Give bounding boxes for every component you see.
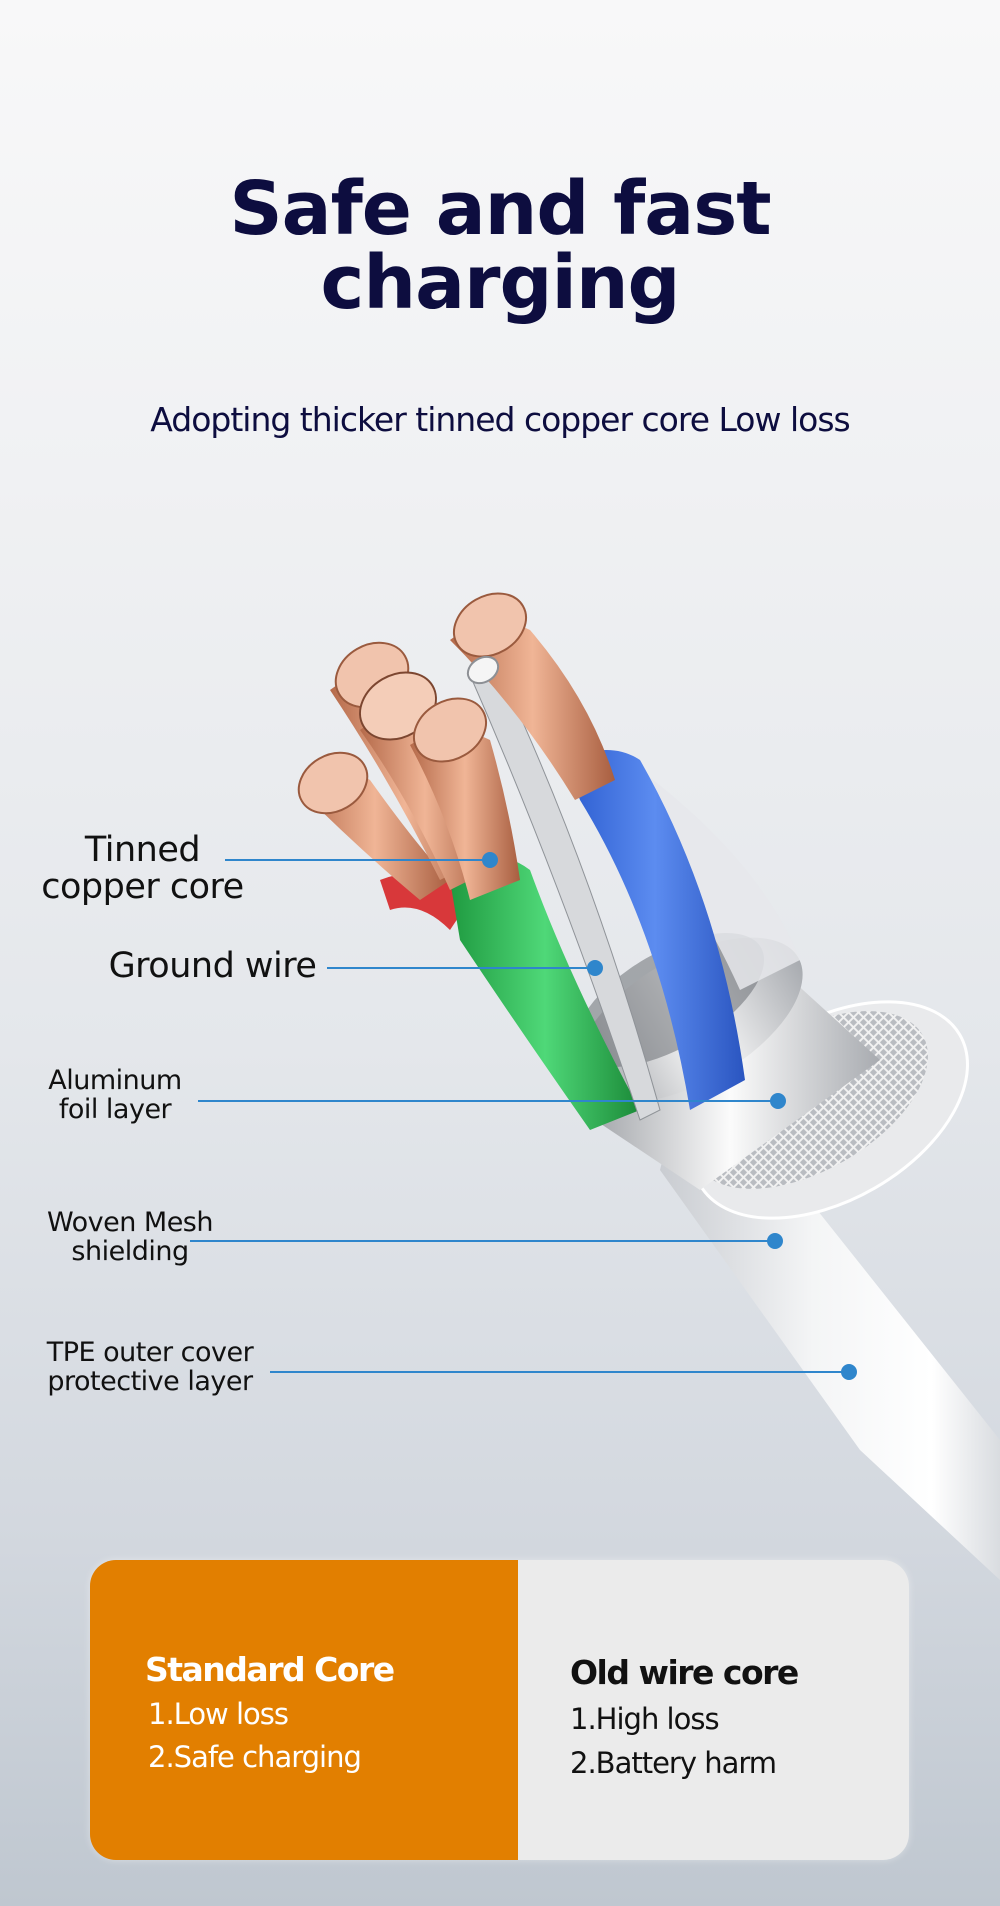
callout-tinned-copper-core: Tinned copper core [30,832,255,906]
standard-core-card: Standard Core 1.Low loss 2.Safe charging [90,1560,518,1860]
callout-line-2: foil layer [58,1094,172,1125]
title-line-1: Safe and fast [229,166,771,252]
callout-line-1: Tinned [84,830,201,870]
callout-line-1: Aluminum [48,1065,182,1096]
old-wire-core-item: 2.Battery harm [570,1746,777,1780]
standard-core-item: 1.Low loss [148,1697,289,1731]
comparison-panel: Standard Core 1.Low loss 2.Safe charging… [90,1560,909,1860]
callout-woven-mesh-shielding: Woven Mesh shielding [30,1208,230,1266]
standard-core-item: 2.Safe charging [148,1740,362,1774]
standard-core-heading: Standard Core [145,1650,395,1689]
page-subtitle: Adopting thicker tinned copper core Low … [150,400,850,439]
callout-line-2: shielding [71,1236,189,1267]
callout-line-1: Ground wire [108,946,317,986]
old-wire-core-heading: Old wire core [570,1653,799,1692]
old-wire-core-item: 1.High loss [570,1702,720,1736]
callout-ground-wire: Ground wire [100,948,325,985]
callout-tpe-outer-cover: TPE outer cover protective layer [35,1338,265,1396]
callout-line-2: copper core [41,867,244,907]
title-line-2: charging [320,240,681,326]
page-title: Safe and fast charging [0,172,1000,320]
callout-line-2: protective layer [47,1366,253,1397]
cable-cross-section-illustration [190,592,1000,1580]
callout-line-1: TPE outer cover [46,1337,254,1368]
callout-aluminum-foil-layer: Aluminum foil layer [30,1066,200,1124]
old-wire-core-card: Old wire core 1.High loss 2.Battery harm [518,1560,909,1860]
callout-line-1: Woven Mesh [46,1207,214,1238]
